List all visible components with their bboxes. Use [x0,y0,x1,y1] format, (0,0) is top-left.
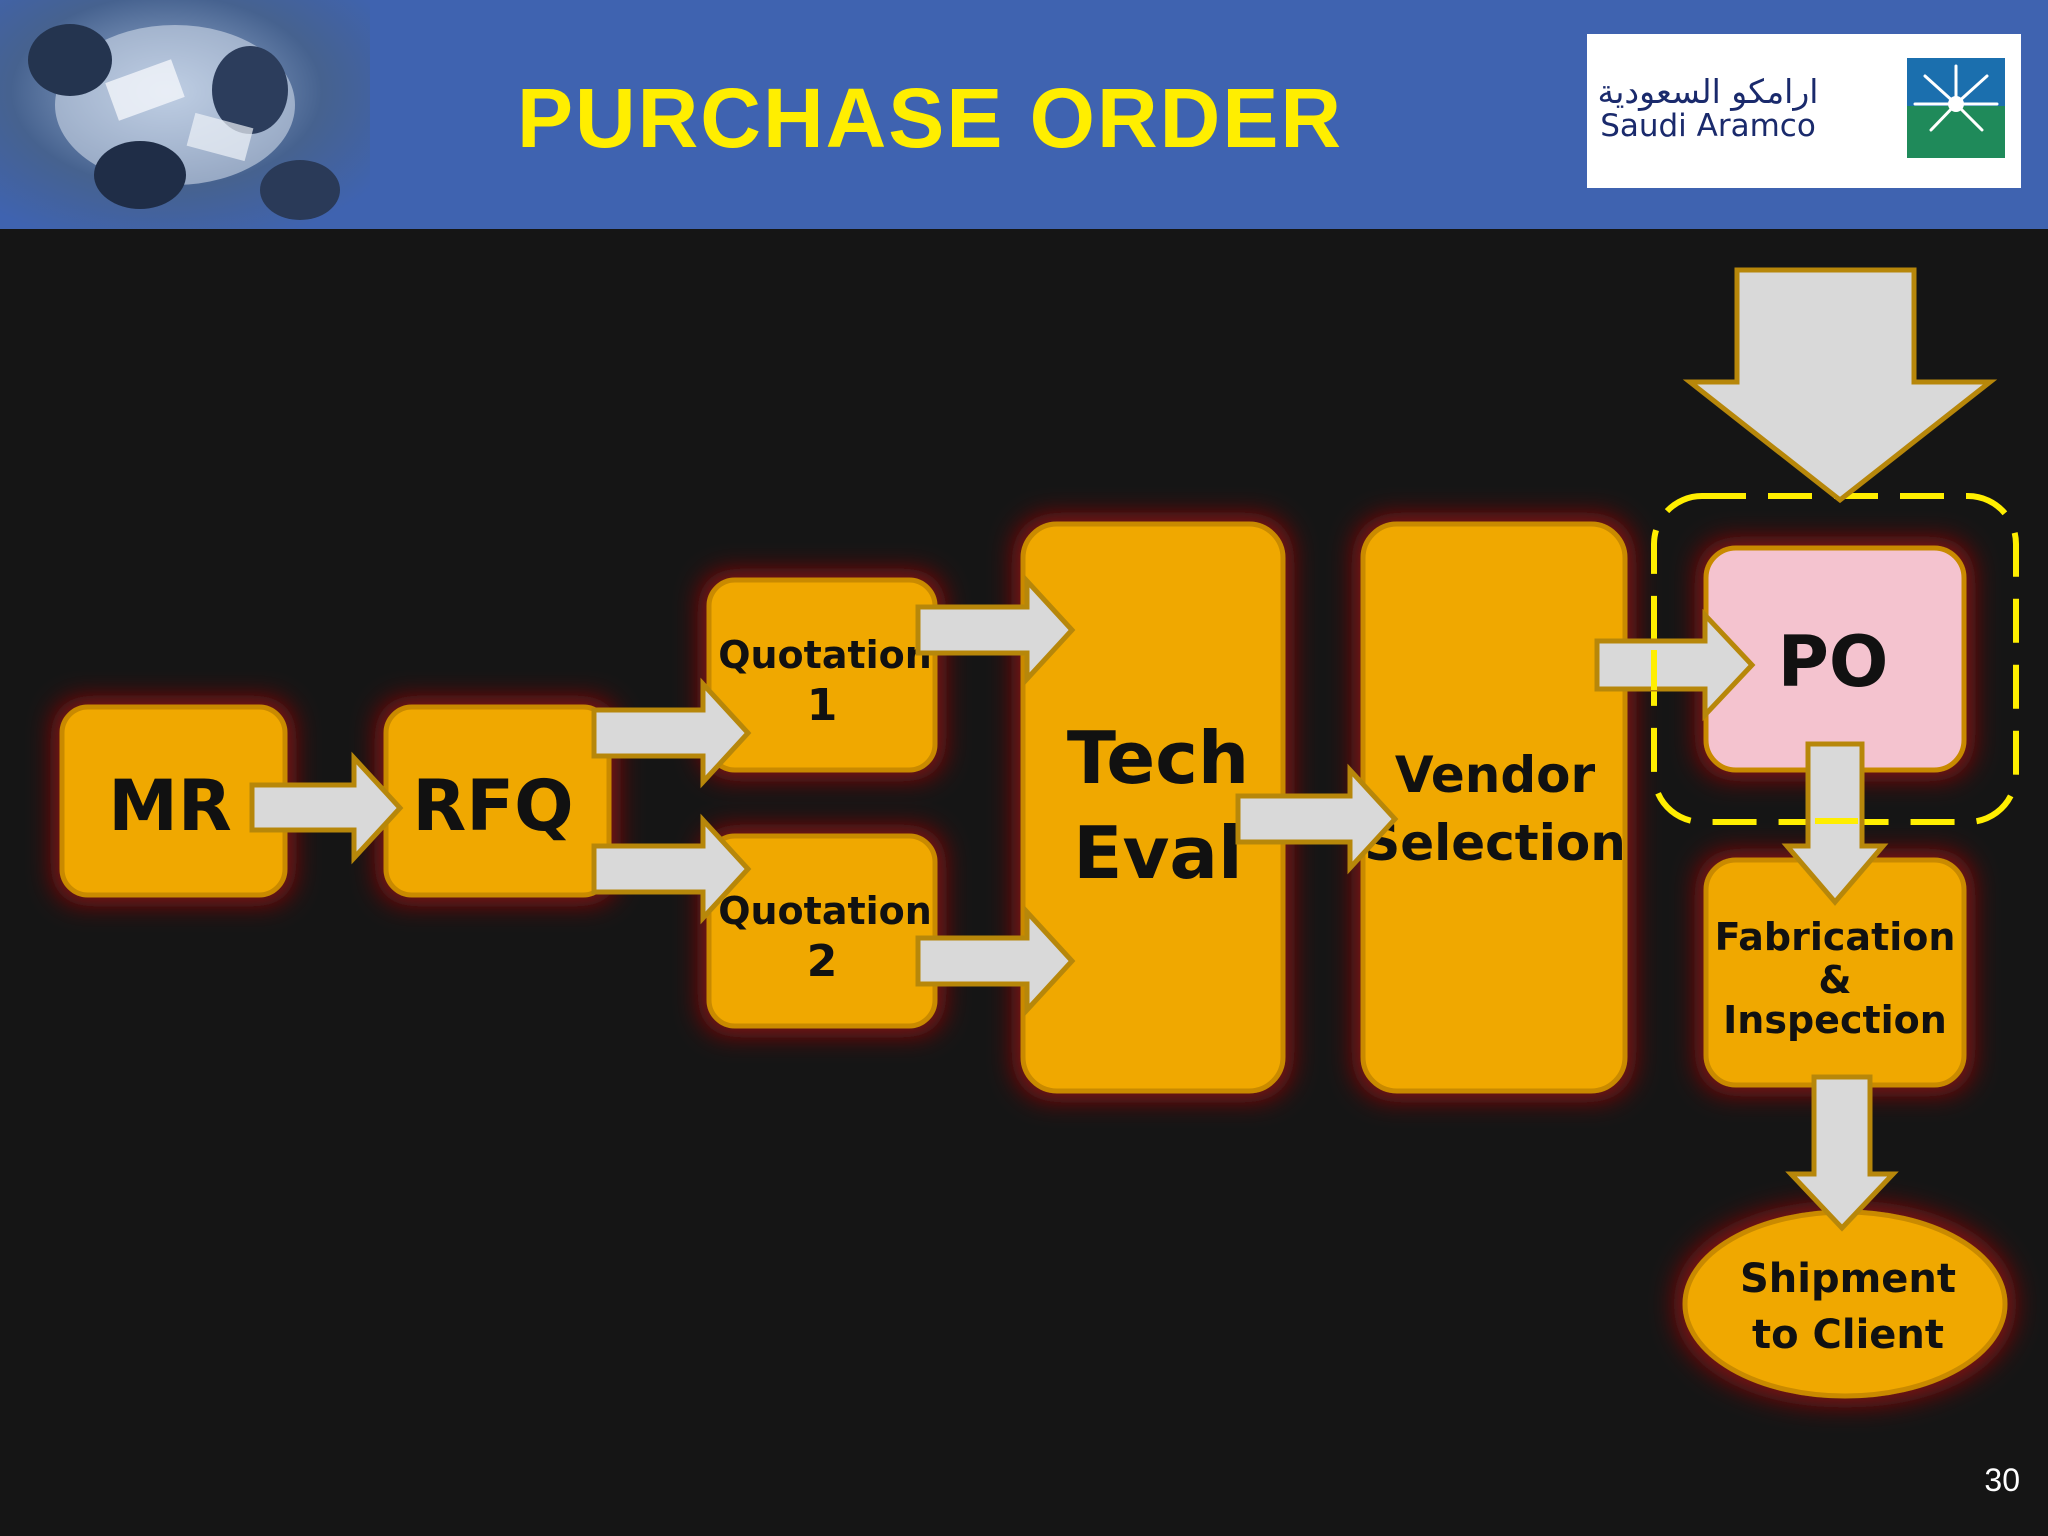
arrow-rfq-to-quotation-2 [591,813,752,925]
process-flow-diagram: MR RFQ Quotation 1 Quotation 2 Tech Eval… [59,267,2019,1399]
vendor-selection-label-line2: Selection [1364,814,1626,872]
page-number: 30 [1984,1462,2020,1498]
slide-header: PURCHASE ORDER ارامكو السعودية Saudi Ara… [0,0,2048,229]
rfq-node: RFQ [383,704,612,898]
arrow-quotation-1-to-tech-eval [915,574,1076,686]
aramco-star-icon [1907,58,2005,158]
arrow-tech-eval-to-vendor-selection [1235,763,1399,875]
mr-node: MR [59,704,288,898]
slide-title: PURCHASE ORDER [516,71,1344,165]
tech-eval-label-line1: Tech [1067,716,1249,800]
arrow-rfq-to-quotation-1 [591,677,752,789]
arrow-input-to-po [1682,267,1998,504]
vendor-selection-node: Vendor Selection [1360,521,1628,1094]
arrow-vendor-selection-to-po [1594,608,1756,722]
header-photo [0,0,370,229]
fabrication-inspection-node: Fabrication & Inspection [1703,857,1967,1088]
fabrication-label-line1: Fabrication [1715,915,1956,959]
tech-eval-label-line2: Eval [1073,811,1242,895]
arrow-quotation-2-to-tech-eval [915,905,1076,1017]
shipment-to-client-node: Shipment to Client [1682,1209,2008,1399]
fabrication-label-line2: & [1818,958,1851,1002]
fabrication-label-line3: Inspection [1723,998,1947,1042]
logo-latin-text: Saudi Aramco [1600,108,1816,144]
quotation-2-number: 2 [807,936,838,987]
saudi-aramco-logo: ارامكو السعودية Saudi Aramco [1587,34,2021,188]
rfq-label: RFQ [412,765,573,847]
quotation-2-label: Quotation [718,889,932,933]
quotation-2-node: Quotation 2 [706,833,938,1029]
shipment-label-line2: to Client [1752,1312,1944,1358]
mr-label: MR [108,765,232,847]
shipment-label-line1: Shipment [1740,1256,1956,1302]
arrow-fabrication-to-shipment [1785,1074,1899,1232]
quotation-1-node: Quotation 1 [706,577,938,773]
po-node: PO [1703,545,1967,773]
quotation-1-label: Quotation [718,633,932,677]
logo-arabic-text: ارامكو السعودية [1597,72,1819,111]
po-label: PO [1778,621,1889,703]
tech-eval-node: Tech Eval [1020,521,1286,1094]
quotation-1-number: 1 [807,680,838,731]
vendor-selection-label-line1: Vendor [1395,746,1596,804]
arrow-mr-to-rfq [249,751,404,865]
